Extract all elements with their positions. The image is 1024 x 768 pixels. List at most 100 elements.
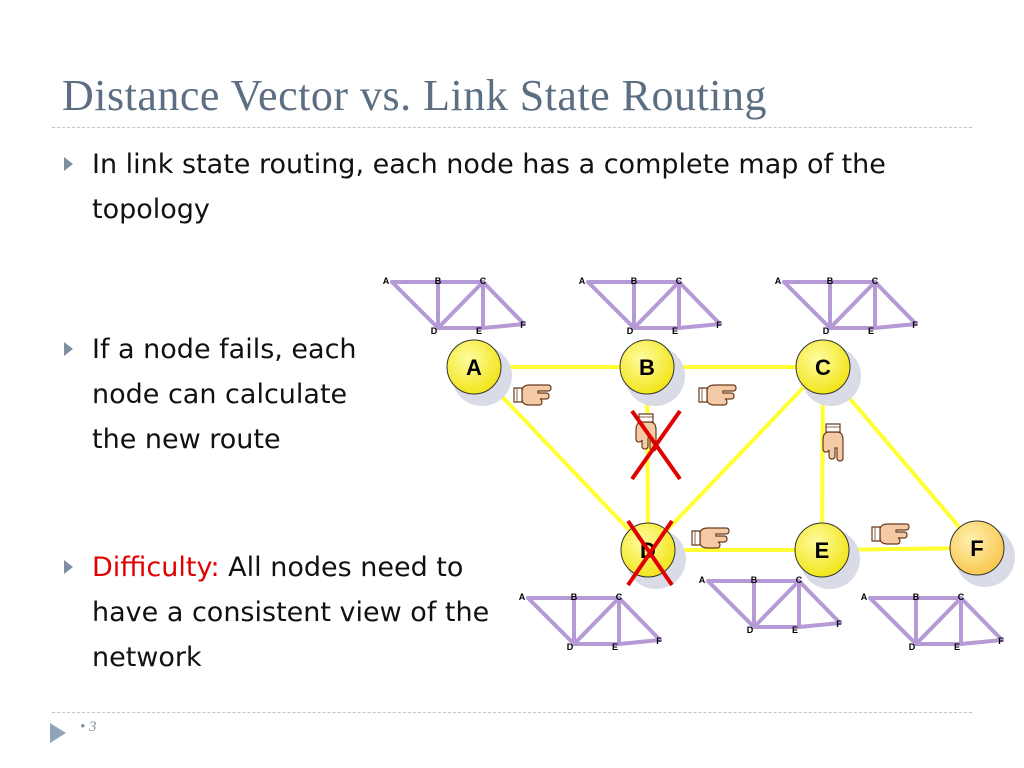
topology-map-label: F [716,320,722,330]
topology-map-label: D [431,326,438,336]
topology-map-label: E [672,326,678,336]
topology-map-link [873,322,918,330]
topology-map-label: A [579,276,586,286]
topology-map-label: F [836,619,842,629]
topology-map-label: C [676,276,683,286]
node-a: A [446,339,512,406]
bullet-line: node can calculate [92,379,348,410]
failed-link-cross-icon [630,409,682,481]
topology-map-link [959,638,1004,646]
topology-map-link [481,322,526,330]
topology-map-link [677,322,722,330]
slide-title: Distance Vector vs. Link State Routing [62,71,767,120]
topology-map-link [797,621,842,629]
topology-map-label: D [909,642,916,652]
node-f: F [949,520,1015,587]
node-label: C [815,355,831,380]
bullet-line: Difficulty: All nodes need to [92,545,489,590]
topology-map-link [873,280,918,326]
link-a-d [472,365,650,552]
bullet-link-state: In link state routing, each node has a c… [64,142,886,232]
difficulty-label: Difficulty: [92,552,220,583]
topology-map-label: C [958,592,965,602]
node-label: B [639,355,655,380]
topology-map-link [617,596,662,642]
node-circle [949,520,1005,576]
topology-map-link [481,280,526,326]
topology-map-label: C [796,575,803,585]
topology-map-label: A [383,276,390,286]
topology-map-label: F [656,636,662,646]
topology-map-label: A [861,592,868,602]
topology-map-link [706,579,756,629]
bullet-line: have a consistent view of the [92,597,490,628]
pointing-hand-icon [871,523,910,545]
topology-map-label: B [827,276,834,286]
bullet-arrow-icon [64,560,73,574]
pointing-hand-icon [698,384,737,406]
topology-map-label: A [699,575,706,585]
node-circle [794,522,850,578]
bullet-node-fails: If a node fails, each node can calculate… [64,327,357,462]
node-label: A [466,355,482,380]
topology-map-link [752,579,801,629]
topology-map-label: A [519,592,526,602]
title-divider [52,127,972,128]
topology-map-label: F [912,320,918,330]
topology-map-label: B [631,276,638,286]
topology-map-label: E [792,625,798,635]
topology-map: A B C D E F [383,276,527,336]
topology-map-label: F [998,636,1004,646]
bullet-line: In link state routing, each node has a c… [92,149,886,180]
topology-map-link [828,280,877,330]
node-b: B [619,339,685,406]
topology-map-label: E [476,326,482,336]
bullet-line: network [92,642,202,673]
node-e: E [794,522,860,589]
topology-map-label: B [435,276,442,286]
page-number-value: 3 [89,719,97,735]
topology-map-label: B [571,592,578,602]
topology-map-label: C [480,276,487,286]
topology-map-label: C [872,276,879,286]
bullet-arrow-icon [64,157,73,171]
bullet-text: All nodes need to [219,552,464,583]
topology-map-label: C [616,592,623,602]
bullet-line: If a node fails, each [92,334,357,365]
pointing-hand-icon [691,527,730,549]
topology-map-link [959,596,1004,642]
topology-map-link [617,638,662,646]
topology-map-link [572,596,621,646]
topology-map-link [782,280,832,330]
link-c-d [646,365,825,552]
page-number: • 3 [80,719,97,735]
node-circle [446,339,502,395]
topology-map-label: F [520,320,526,330]
topology-map-label: A [775,276,782,286]
bullet-arrow-icon [64,342,73,356]
failed-node-cross-icon [626,519,674,587]
topology-map-label: D [747,625,754,635]
topology-map-link [632,280,681,330]
topology-map-link [677,280,722,326]
topology-map-label: D [567,642,574,652]
topology-map-label: B [913,592,920,602]
footer-arrow-icon [50,723,66,743]
bullet-line: the new route [92,424,281,455]
topology-map-link [797,579,842,625]
node-circle [795,339,851,395]
pointing-hand-icon [513,384,552,406]
bullet-difficulty: Difficulty: All nodes need to have a con… [64,545,490,680]
topology-map-link [586,280,636,330]
topology-map-link [868,596,918,646]
node-circle [619,339,675,395]
topology-map-link [390,280,440,330]
topology-map: A B C D E F [519,592,663,652]
topology-map-label: E [612,642,618,652]
node-label: F [970,536,983,561]
